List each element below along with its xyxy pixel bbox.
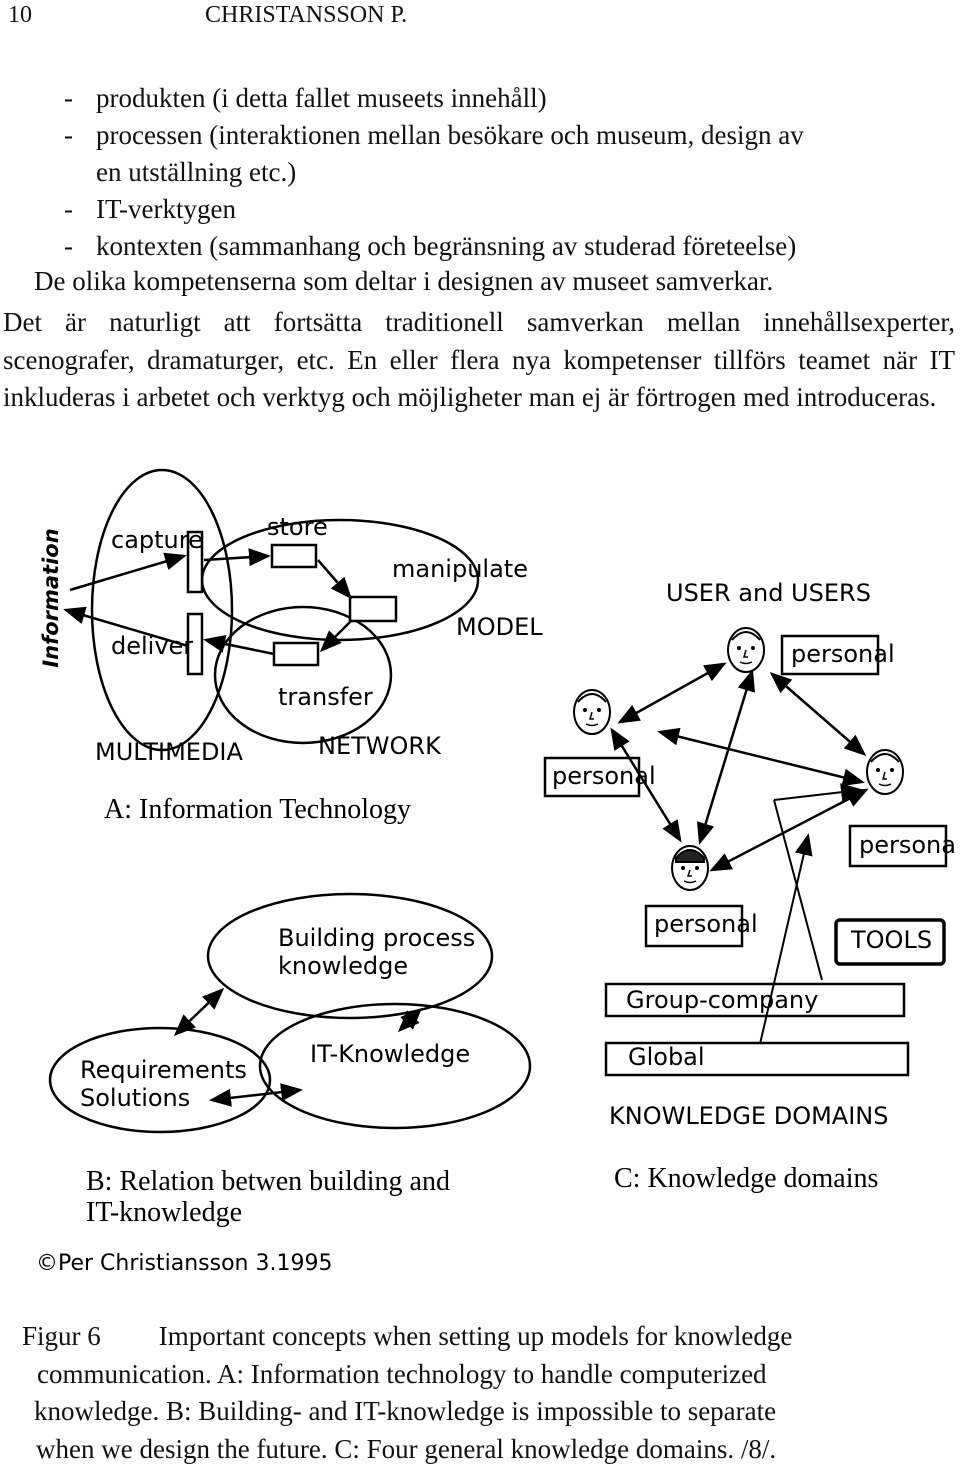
multimedia-label: MULTIMEDIA: [95, 738, 244, 766]
group-company-label: Group-company: [626, 986, 818, 1014]
it-knowledge-ellipse: [258, 1002, 532, 1130]
building-ellipse: [206, 892, 494, 1020]
manipulate-label: manipulate: [392, 555, 528, 583]
tools-label: TOOLS: [850, 926, 932, 954]
capture-box: [186, 530, 204, 594]
line-to-tools: [773, 799, 823, 981]
page-number: 10: [8, 2, 32, 28]
arrow-capture: [69, 552, 187, 592]
person-face-icon: [866, 749, 904, 795]
tools-box: [834, 918, 946, 966]
arrow-building-it: [397, 1007, 423, 1033]
deliver-label: deliver: [111, 632, 193, 660]
arrow-to-tools: [773, 783, 863, 802]
copyright: ©Per Christiansson 3.1995: [36, 1251, 332, 1276]
figure-label: Figur 6: [22, 1321, 101, 1351]
multimedia-ellipse: [90, 468, 234, 752]
arrow-to-tools: [759, 833, 813, 1045]
arrow-user-link: [696, 669, 756, 845]
personal-label-cut: persona: [859, 831, 956, 859]
arrow-deliver: [63, 606, 189, 648]
store-label: store: [267, 513, 328, 541]
it-knowledge-label: IT-Knowledge: [310, 1040, 470, 1068]
personal-label: personal: [791, 640, 895, 668]
paragraph-first-line: De olika kompetenserna som deltar i desi…: [34, 266, 774, 296]
requirements-ellipse: [48, 1026, 272, 1134]
transfer-box: [272, 641, 320, 667]
arrow-user-link: [617, 662, 727, 724]
arrow-user-link: [769, 672, 867, 756]
global-box: [604, 1041, 910, 1077]
arrow-to-store: [203, 548, 271, 567]
caption-b: B: Relation betwen building and: [86, 1166, 450, 1197]
personal-label: personal: [654, 910, 758, 938]
arrow-to-transfer: [319, 619, 353, 653]
network-label: NETWORK: [318, 732, 442, 760]
manipulate-box: [348, 595, 398, 623]
transfer-label: transfer: [278, 683, 373, 711]
diagram-c: USER and USERS: [543, 579, 956, 1194]
group-company-box: [604, 982, 906, 1018]
capture-label: capture: [111, 526, 203, 554]
person-face-icon: [727, 627, 765, 673]
deliver-box: [186, 612, 204, 676]
arrow-user-link: [610, 727, 682, 843]
caption-b-2: IT-knowledge: [86, 1197, 242, 1228]
caption-c: C: Knowledge domains: [614, 1163, 878, 1194]
arrow-building-req: [173, 987, 225, 1037]
personal-box: [644, 904, 744, 948]
arrow-req-it: [209, 1083, 303, 1107]
person-face-icon: [671, 845, 709, 891]
arrow-user-link: [657, 727, 865, 787]
building-label-2: knowledge: [278, 952, 408, 980]
knowledge-domains-label: KNOWLEDGE DOMAINS: [609, 1102, 888, 1130]
building-label: Building process: [278, 924, 475, 952]
solutions-label: Solutions: [80, 1084, 190, 1112]
network-ellipse: [213, 605, 393, 745]
users-title: USER and USERS: [666, 579, 871, 607]
diagram-a: Information capture deliver store manipu…: [39, 468, 543, 825]
running-header: CHRISTANSSON P.: [205, 2, 408, 28]
arrow-to-deliver: [203, 635, 275, 656]
caption-a: A: Information Technology: [104, 794, 411, 825]
person-face-icon: [573, 689, 611, 735]
model-label: MODEL: [456, 613, 543, 641]
diagram-b: Building process knowledge IT-Knowledge …: [48, 892, 532, 1228]
store-box: [270, 543, 318, 569]
information-side-label: Information: [39, 528, 63, 667]
arrow-user-link: [709, 788, 869, 872]
svg-text:Information: Information: [39, 528, 63, 667]
requirements-label: Requirements: [80, 1056, 247, 1084]
arrow-to-manipulate: [317, 559, 352, 600]
body-paragraph: Det är naturligt att fortsätta tradition…: [3, 307, 955, 412]
global-label: Global: [628, 1043, 705, 1071]
